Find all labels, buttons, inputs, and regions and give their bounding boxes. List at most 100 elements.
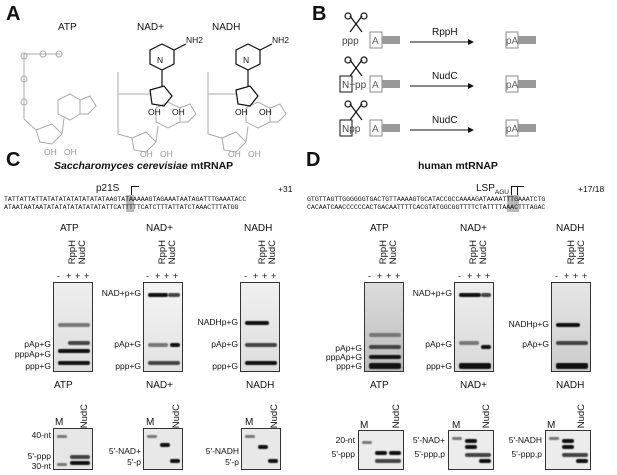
- atp-oh-2: OH: [64, 147, 77, 157]
- c-bgel1-label3: 30-nt: [31, 461, 51, 471]
- b-row2-base: A: [372, 80, 379, 91]
- nadh-oh-1: OH: [235, 107, 248, 117]
- d-bgel2-label1: 5'-NAD+: [412, 435, 445, 445]
- nad-oh-4: OH: [160, 149, 173, 159]
- panel-c-letter: C: [6, 149, 21, 171]
- c-bgel3-label2: 5'-p: [225, 457, 239, 467]
- c-bgel3-title: NADH: [246, 380, 275, 391]
- c-tss-line: [131, 186, 132, 195]
- d-bgel3-nudc: NudC: [576, 404, 587, 429]
- nadh-ring-n: N: [243, 55, 250, 65]
- c-gel1-image: [53, 282, 93, 372]
- d-gel2-lane1: -: [458, 271, 461, 281]
- d-gel3-lane1: -: [555, 271, 558, 281]
- d-gel2-title: NAD+: [460, 223, 487, 234]
- d-bgel1-m: M: [360, 420, 369, 431]
- c-gel3-lane3: +: [262, 271, 268, 281]
- d-bgel1-title: ATP: [370, 380, 389, 391]
- nadh-oh-3: OH: [228, 149, 241, 159]
- d-bgel3-label1: 5'-NADH: [508, 435, 542, 445]
- c-bgel1-nudc: NudC: [79, 404, 90, 429]
- nadh-oh-2: OH: [259, 107, 272, 117]
- c-gel2-title: NAD+: [146, 223, 173, 234]
- d-bgel3-title: NADH: [556, 380, 585, 391]
- c-bgel2-label2: 5'-p: [127, 457, 141, 467]
- atp-oh-1: OH: [44, 147, 57, 157]
- panel-c-title: Saccharomyces cerevisiae mtRNAP: [54, 160, 234, 172]
- c-gel3-label3: ppp+G: [212, 361, 238, 371]
- c-gel2-lane1: -: [146, 271, 149, 281]
- nad-oh-2: OH: [172, 107, 185, 117]
- c-bgel1-label2: 5'-ppp: [27, 451, 51, 461]
- d-gel2-image: [454, 282, 494, 372]
- nad-nh2: NH2: [186, 35, 204, 45]
- d-gel1-label3: ppp+G: [336, 361, 362, 371]
- d-gel3-nudc: NudC: [576, 240, 587, 265]
- c-bgel1-title: ATP: [54, 380, 73, 391]
- c-bgel2-label1: 5'-NAD+: [108, 446, 141, 456]
- d-tss-arrow1: [511, 186, 518, 187]
- c-gel2-label3: ppp+G: [115, 361, 141, 371]
- c-gel2-lane3: +: [164, 271, 170, 281]
- c-tss-highlight: [126, 195, 134, 212]
- d-gel2-label3: ppp+G: [426, 361, 452, 371]
- nadh-oh-4: OH: [248, 149, 261, 159]
- d-gel1-label2: pppAp+G: [325, 352, 362, 362]
- b-row1-product: pA: [506, 36, 519, 47]
- nadh-label: NADH: [212, 22, 241, 33]
- d-gel1-label1: pAp+G: [335, 343, 362, 353]
- c-gel1-lane4: +: [84, 271, 90, 281]
- c-gel1-label2: pppAp+G: [14, 349, 51, 359]
- d-gel1-nudc: NudC: [388, 240, 399, 265]
- d-bgel2-label2: 5'-ppp,p: [414, 449, 445, 459]
- b-row1-cap: ppp: [342, 36, 359, 47]
- nad-oh-1: OH: [148, 107, 161, 117]
- c-gel3-lane4: +: [271, 271, 277, 281]
- c-gel3-lane1: -: [244, 271, 247, 281]
- c-gel1-lane2: +: [66, 271, 72, 281]
- c-gel3-nudc: NudC: [267, 240, 278, 265]
- b-row3-product: pA: [506, 124, 519, 135]
- d-bgel1-label2: 5'-ppp: [331, 449, 355, 459]
- c-bgel1-image: [53, 428, 93, 470]
- nad-label: NAD+: [137, 22, 164, 33]
- c-plus: +31: [278, 184, 293, 194]
- d-bgel1-nudc: NudC: [391, 404, 402, 429]
- d-tss-arrow2: [517, 186, 524, 187]
- d-gel1-image: [364, 282, 404, 372]
- c-gel3-image: [240, 282, 280, 372]
- d-gel1-lane3: +: [386, 271, 392, 281]
- d-seq-top: GTGTTAGTTGGGGGGTGACTGTTAAAAGTGCATACCGCCA…: [307, 196, 546, 203]
- b-row1-enzyme: RppH: [432, 27, 458, 38]
- c-bgel3-image: [241, 428, 281, 470]
- c-seq-bottom: ATAATAATAATATATATATATATATATTCATTTTTCATCT…: [4, 204, 239, 211]
- structures-drawing: [20, 43, 287, 153]
- d-tss-line1: [511, 186, 512, 195]
- d-gel2-lane2: +: [467, 271, 473, 281]
- nad-oh-3: OH: [140, 149, 153, 159]
- c-gel1-label3: ppp+G: [25, 361, 51, 371]
- d-bgel2-nudc: NudC: [481, 404, 492, 429]
- c-gel3-label1: NADHp+G: [197, 317, 238, 327]
- panel-b-letter: B: [312, 3, 327, 25]
- d-gel1-lane4: +: [395, 271, 401, 281]
- b-row2-product: pA: [506, 80, 519, 91]
- c-bgel3-nudc: NudC: [269, 404, 280, 429]
- b-row1-base: A: [372, 36, 379, 47]
- b-row2-cap: N+pp: [342, 80, 367, 91]
- d-bgel2-m: M: [452, 420, 461, 431]
- c-gel2-lane4: +: [173, 271, 179, 281]
- c-bgel2-image: [143, 428, 183, 470]
- d-bgel1-image: [358, 430, 404, 470]
- c-gel2-label2: pAp+G: [114, 339, 141, 349]
- c-bgel2-nudc: NudC: [171, 404, 182, 429]
- reaction-schemes: [339, 12, 536, 137]
- d-bgel3-m: M: [547, 420, 556, 431]
- d-gel3-lane4: +: [582, 271, 588, 281]
- c-bgel3-m: M: [245, 417, 254, 428]
- c-bgel1-label1: 40-nt: [31, 430, 51, 440]
- c-seq-top: TATTATTATTATATATATATATATATAAGTATAAAAAGTA…: [4, 196, 247, 203]
- c-bgel2-title: NAD+: [146, 380, 173, 391]
- c-gel1-title: ATP: [60, 223, 79, 234]
- c-bgel1-m: M: [55, 417, 64, 428]
